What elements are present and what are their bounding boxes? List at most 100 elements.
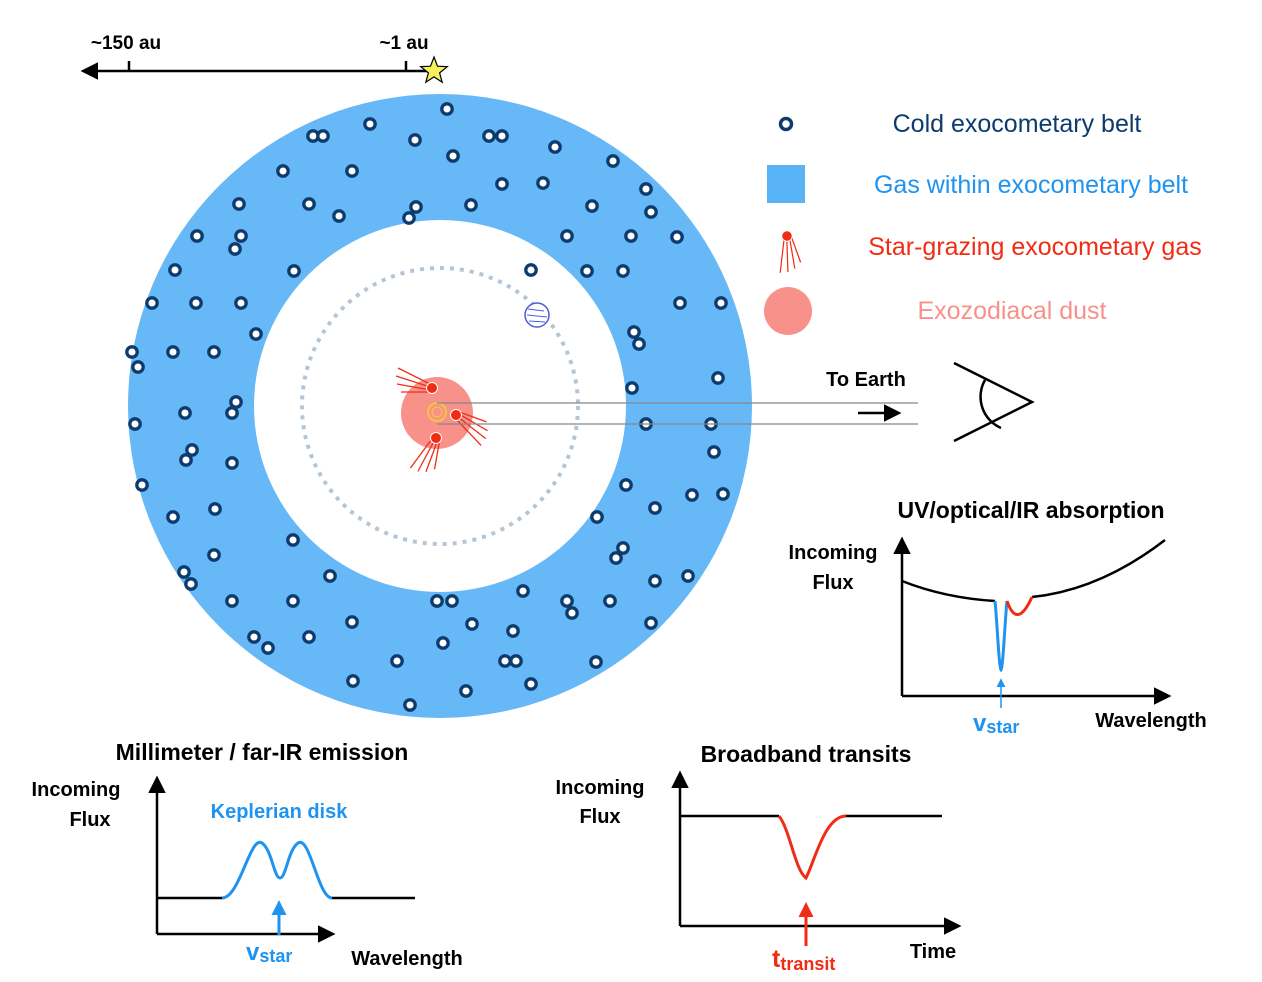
cold-comet-dot [166, 345, 180, 359]
cold-comet-dot [560, 594, 574, 608]
cold-comet-dot [228, 242, 242, 256]
exozodi-dust-cloud [401, 377, 473, 449]
cold-comet-dot [644, 205, 658, 219]
cold-comet-dot [207, 548, 221, 562]
cold-comet-dot [436, 636, 450, 650]
cold-comet-dot [648, 501, 662, 515]
cold-comet-dot [249, 327, 263, 341]
cold-comet-dot [390, 654, 404, 668]
cold-comet-dot [276, 164, 290, 178]
cold-comet-dot [247, 630, 261, 644]
scale-near-label: ~1 au [379, 33, 428, 54]
emission-curve-label: Keplerian disk [211, 801, 349, 823]
absorption-ylabel-line1: Incoming [789, 542, 878, 564]
cold-comet-dot [409, 200, 423, 214]
cold-comet-dot [232, 197, 246, 211]
transit-dip-curve [777, 814, 847, 881]
panel-transit: Broadband transits Incoming Flux ttransi… [556, 741, 962, 974]
cold-belt-comets [125, 102, 730, 712]
cold-comet-dot [711, 371, 725, 385]
cold-comet-dot [168, 263, 182, 277]
cold-comet-dot [190, 229, 204, 243]
cold-comet-dot [207, 345, 221, 359]
cold-comet-dot [482, 129, 496, 143]
cold-comet-dot [346, 674, 360, 688]
planet-orbit [300, 266, 580, 546]
transit-ylabel-line1: Incoming [556, 777, 645, 799]
legend-star-grazing-icon [766, 228, 805, 276]
cold-comet-dot [681, 569, 695, 583]
absorption-blue-line [993, 600, 1009, 673]
cold-comet-dot [524, 263, 538, 277]
cold-comet-dot [609, 551, 623, 565]
cold-comet-dot [585, 199, 599, 213]
legend-exozodi-label: Exozodiacal dust [917, 297, 1106, 325]
cold-comet-dot [408, 133, 422, 147]
legend-exozodi-icon [764, 287, 812, 335]
cold-comet-dot [178, 406, 192, 420]
transit-title: Broadband transits [701, 741, 912, 767]
cold-comet-dot [234, 229, 248, 243]
cold-comet-dot [714, 296, 728, 310]
cold-comet-dot [229, 395, 243, 409]
cold-comet-dot [673, 296, 687, 310]
cold-comet-dot [402, 211, 416, 225]
cold-comet-dot [648, 574, 662, 588]
cold-comet-dot [363, 117, 377, 131]
legend-gas-belt-icon [767, 165, 805, 203]
absorption-ylabel-line2: Flux [812, 572, 853, 594]
cold-comet-dot [208, 502, 222, 516]
cold-comet-dot [465, 617, 479, 631]
cold-comet-dot [644, 616, 658, 630]
cold-comet-dot [565, 606, 579, 620]
cold-comet-dot [446, 149, 460, 163]
transit-ttransit-label: ttransit [772, 945, 835, 974]
cold-comet-dot [234, 296, 248, 310]
absorption-vstar-label: vstar [973, 710, 1019, 737]
debris-disk [125, 94, 752, 718]
cold-comet-dot [495, 177, 509, 191]
eye-icon [953, 361, 1035, 443]
cold-comet-dot [619, 478, 633, 492]
star-icon [419, 55, 449, 84]
cold-comet-dot [323, 569, 337, 583]
cold-comet-dot [302, 630, 316, 644]
cold-comet-dot [548, 140, 562, 154]
emission-vstar-label: vstar [246, 939, 292, 966]
to-earth-label: To Earth [826, 369, 906, 391]
absorption-title: UV/optical/IR absorption [897, 497, 1164, 523]
cold-comet-dot [560, 229, 574, 243]
cold-comet-dot [128, 417, 142, 431]
cold-comet-dot [464, 198, 478, 212]
cold-comet-dot [403, 698, 417, 712]
cold-comet-dot [716, 487, 730, 501]
cold-comet-dot [345, 164, 359, 178]
panel-absorption: UV/optical/IR absorption Incoming Flux v… [789, 497, 1207, 737]
cold-comet-dot [125, 345, 139, 359]
cold-comet-dot [624, 229, 638, 243]
cold-comet-dot [498, 654, 512, 668]
cold-comet-dot [287, 264, 301, 278]
cold-comet-dot [166, 510, 180, 524]
cold-comet-dot [345, 615, 359, 629]
cold-comet-dot [616, 264, 630, 278]
line-of-sight: To Earth [437, 361, 1035, 443]
cold-comet-dot [131, 360, 145, 374]
cold-comet-dot [445, 594, 459, 608]
cold-comet-dot [509, 654, 523, 668]
cold-comet-dot [590, 510, 604, 524]
cold-comet-dot [225, 456, 239, 470]
planet-icon [524, 302, 550, 328]
absorption-xlabel: Wavelength [1095, 710, 1207, 732]
legend: Cold exocometary belt Gas within exocome… [764, 110, 1202, 335]
cold-comet-dot [145, 296, 159, 310]
cold-comet-dot [286, 533, 300, 547]
cold-comet-dot [580, 264, 594, 278]
panel-emission: Millimeter / far-IR emission Incoming Fl… [32, 739, 463, 970]
cold-comet-dot [603, 594, 617, 608]
transit-xlabel: Time [910, 941, 956, 963]
legend-cold-belt-label: Cold exocometary belt [893, 110, 1142, 138]
emission-xlabel: Wavelength [351, 948, 463, 970]
legend-star-grazing-label: Star-grazing exocometary gas [868, 233, 1201, 261]
